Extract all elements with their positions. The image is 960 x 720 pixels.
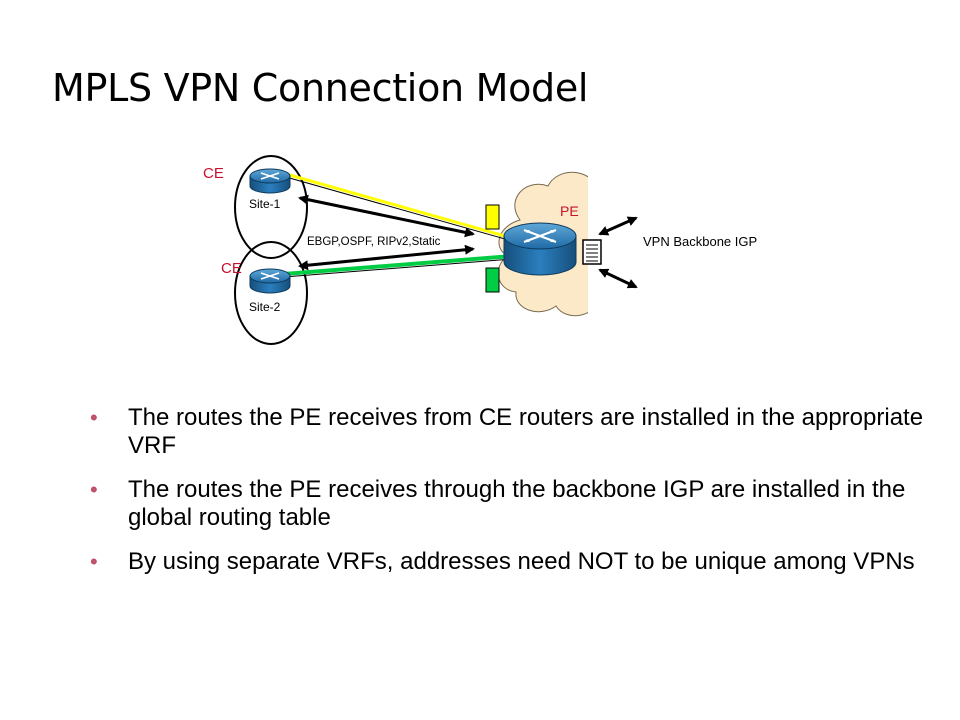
pe-router-icon	[503, 222, 577, 276]
ce-top-label: CE	[203, 165, 224, 182]
site2-link-black	[283, 258, 513, 278]
backbone-igp-label: VPN Backbone IGP	[643, 234, 757, 249]
bullet-text: The routes the PE receives through the b…	[128, 476, 906, 531]
site1-link-yellow	[285, 172, 513, 240]
vrf-yellow-box	[485, 204, 500, 230]
site2-circle	[234, 241, 308, 345]
ce-router-top-icon	[249, 168, 291, 194]
vrf-green-box	[485, 267, 500, 293]
site2-label: Site-2	[249, 300, 281, 314]
bullet-item: • The routes the PE receives through the …	[90, 476, 930, 532]
protocol-arrow-top	[298, 194, 475, 238]
bullet-dot-icon: •	[90, 477, 98, 502]
ce-bottom-label: CE	[221, 260, 242, 277]
protocols-label: EBGP,OSPF, RIPv2,Static	[307, 236, 441, 248]
bullet-text: The routes the PE receives from CE route…	[128, 404, 924, 459]
bullet-list: • The routes the PE receives from CE rout…	[90, 404, 930, 592]
slide-title: MPLS VPN Connection Model	[52, 66, 589, 110]
bullet-item: • By using separate VRFs, addresses need …	[90, 548, 930, 576]
site1-label: Site-1	[249, 197, 281, 211]
backbone-arrow-top	[598, 216, 638, 236]
backbone-arrow-bottom	[598, 268, 638, 289]
bullet-dot-icon: •	[90, 549, 98, 574]
pe-label: PE	[560, 203, 579, 219]
bullet-text: By using separate VRFs, addresses need N…	[128, 548, 915, 575]
protocol-arrow-bottom	[298, 244, 475, 271]
site1-link-black	[285, 176, 513, 242]
ce-router-bottom-icon	[249, 268, 291, 294]
global-table-icon	[582, 239, 602, 265]
bullet-dot-icon: •	[90, 405, 98, 430]
bullet-item: • The routes the PE receives from CE rout…	[90, 404, 930, 460]
